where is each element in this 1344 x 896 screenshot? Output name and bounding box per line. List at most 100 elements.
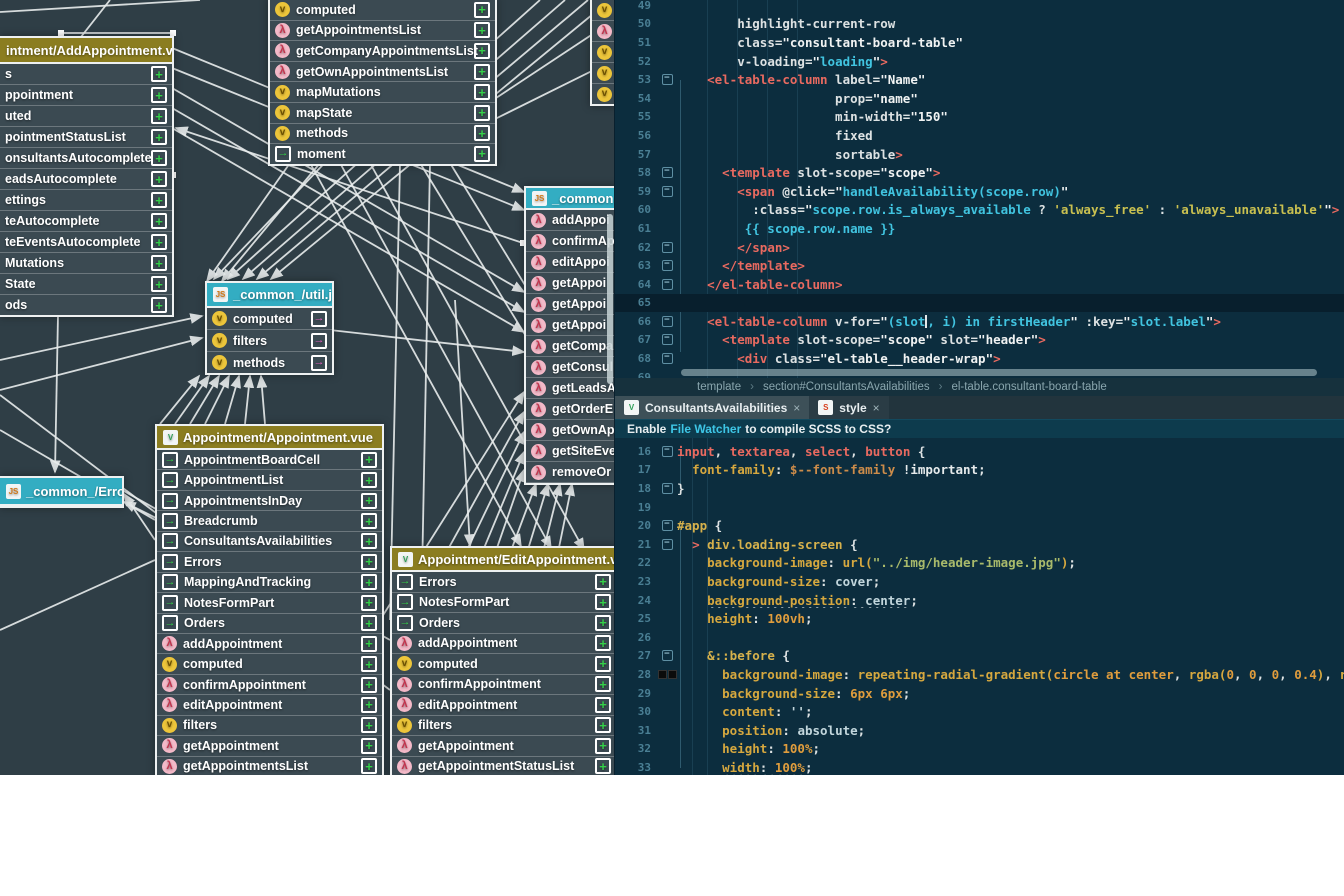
fold-marker-icon[interactable]: −	[661, 445, 673, 457]
node-row[interactable]: →ConsultantsAvailabilities+	[157, 532, 382, 553]
line-number[interactable]: 19	[637, 500, 651, 514]
fold-marker-icon[interactable]: −	[661, 185, 673, 197]
line-number[interactable]: 54	[637, 91, 651, 105]
node-row[interactable]: pointmentStatusList+	[0, 127, 172, 148]
fold-marker-icon[interactable]: −	[661, 74, 673, 86]
code-line-29[interactable]: 29 background-size: 6px 6px;	[615, 684, 1344, 703]
node-header[interactable]: JS_common_/util.js	[207, 283, 332, 308]
code-line-32[interactable]: 32 height: 100%;	[615, 740, 1344, 759]
code-line-20[interactable]: 20−#app {	[615, 516, 1344, 535]
code-line-27[interactable]: 27− &::before {	[615, 647, 1344, 666]
fold-marker-icon[interactable]: −	[661, 482, 673, 494]
node-header[interactable]: JS_common_/Errors.js	[0, 478, 122, 506]
node-row[interactable]: →AppointmentList+	[157, 470, 382, 491]
line-number[interactable]: 58	[637, 166, 651, 180]
code-line-53[interactable]: 53− <el-table-column label="Name"	[615, 70, 1344, 89]
fold-marker-icon[interactable]: −	[661, 353, 673, 365]
node-row[interactable]: ettings+	[0, 190, 172, 211]
file-watcher-link[interactable]: File Watcher	[670, 422, 742, 436]
line-number[interactable]: 26	[637, 630, 651, 644]
node-header[interactable]: JS_common	[526, 188, 614, 210]
line-number[interactable]: 49	[637, 0, 651, 12]
line-number[interactable]: 55	[637, 110, 651, 124]
breadcrumb-item[interactable]: section#ConsultantsAvailabilities	[762, 381, 930, 393]
code-line-63[interactable]: 63− </template>	[615, 256, 1344, 275]
line-number[interactable]: 60	[637, 203, 651, 217]
fold-marker-icon[interactable]: −	[661, 260, 673, 272]
node-row[interactable]: →AppointmentBoardCell+	[157, 450, 382, 471]
node-row[interactable]: λ	[592, 21, 614, 42]
code-line-56[interactable]: 56 fixed	[615, 126, 1344, 145]
line-number[interactable]: 18	[637, 481, 651, 495]
code-line-52[interactable]: 52 v-loading="loading">	[615, 52, 1344, 71]
node-row[interactable]: v	[592, 84, 614, 104]
line-number[interactable]: 17	[637, 463, 651, 477]
node-row[interactable]: →Orders+	[392, 613, 614, 634]
code-line-60[interactable]: 60 :class="scope.row.is_always_available…	[615, 201, 1344, 220]
node-row[interactable]: Mutations+	[0, 253, 172, 274]
code-line-17[interactable]: 17 font-family: $--font-family !importan…	[615, 461, 1344, 480]
node-scrollbar[interactable]	[607, 214, 613, 384]
fold-marker-icon[interactable]: −	[661, 278, 673, 290]
line-number[interactable]: 53	[637, 73, 651, 87]
line-number[interactable]: 33	[637, 760, 651, 774]
node-row[interactable]: →NotesFormPart+	[157, 593, 382, 614]
code-line-50[interactable]: 50 highlight-current-row	[615, 15, 1344, 34]
line-number[interactable]: 50	[637, 17, 651, 31]
code-line-21[interactable]: 21− > div.loading-screen {	[615, 535, 1344, 554]
code-line-64[interactable]: 64− </el-table-column>	[615, 275, 1344, 294]
node-row[interactable]: ppointment+	[0, 85, 172, 106]
fold-marker-icon[interactable]: −	[661, 650, 673, 662]
code-line-66[interactable]: 66− <el-table-column v-for="(slot, i) in…	[615, 312, 1344, 331]
line-number[interactable]: 69	[637, 370, 651, 378]
line-number[interactable]: 65	[637, 296, 651, 310]
code-line-25[interactable]: 25 height: 100vh;	[615, 609, 1344, 628]
code-line-23[interactable]: 23 background-size: cover;	[615, 572, 1344, 591]
fold-marker-icon[interactable]: −	[661, 334, 673, 346]
code-line-62[interactable]: 62− </span>	[615, 238, 1344, 257]
close-tab-icon[interactable]: ×	[793, 400, 801, 415]
code-line-55[interactable]: 55 min-width="150"	[615, 108, 1344, 127]
node-header[interactable]: intment/AddAppointment.vue	[0, 38, 172, 64]
line-number[interactable]: 16	[637, 444, 651, 458]
line-number[interactable]: 28	[637, 667, 651, 681]
code-line-30[interactable]: 30 content: '';	[615, 702, 1344, 721]
line-number[interactable]: 29	[637, 686, 651, 700]
node-row[interactable]: onsultantsAutocomplete+	[0, 148, 172, 169]
code-line-58[interactable]: 58− <template slot-scope="scope">	[615, 163, 1344, 182]
code-line-26[interactable]: 26	[615, 628, 1344, 647]
line-number[interactable]: 61	[637, 221, 651, 235]
scss-style-editor[interactable]: 16−input, textarea, select, button {17 f…	[615, 438, 1344, 775]
line-number[interactable]: 24	[637, 593, 651, 607]
fold-marker-icon[interactable]: −	[661, 315, 673, 327]
